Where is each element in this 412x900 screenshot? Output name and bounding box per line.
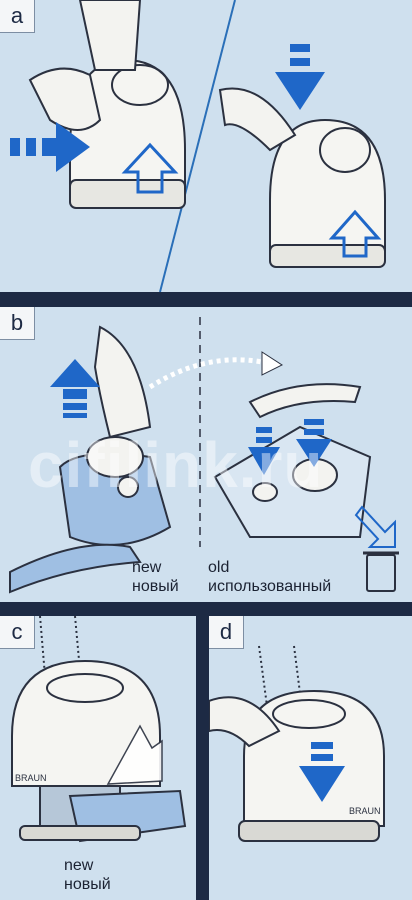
step-label-b: b xyxy=(0,307,35,340)
panel-b-illustration xyxy=(9,317,399,594)
up-arrow-outline-icon-2 xyxy=(328,209,382,258)
brand-logo-d: BRAUN xyxy=(349,806,381,816)
push-arrow-icon xyxy=(10,122,90,172)
down-arrow-icon xyxy=(275,44,325,110)
caption-old-ru: использованный xyxy=(208,578,332,595)
lift-up-arrow-icon xyxy=(50,359,100,418)
panel-c: BRAUN c new новый xyxy=(0,616,196,900)
caption-new-ru: новый xyxy=(132,578,179,595)
step-label-c: c xyxy=(0,616,35,649)
up-arrow-outline-icon xyxy=(121,142,179,194)
trash-bin-icon xyxy=(363,551,399,592)
step-label-a: a xyxy=(0,0,35,33)
device-right xyxy=(218,87,386,268)
divider-line xyxy=(159,0,236,292)
caption-c-new-en: new xyxy=(64,857,94,874)
insert-down-arrow-icon xyxy=(248,419,332,475)
panel-c-illustration: BRAUN xyxy=(11,616,187,843)
brand-logo-c: BRAUN xyxy=(15,773,47,783)
watermark: cifilink.ru xyxy=(28,429,324,501)
step-label-d: d xyxy=(209,616,244,649)
caption-old-en: old xyxy=(208,559,230,576)
device-c xyxy=(11,659,187,843)
caption-new-en: new xyxy=(132,559,162,576)
transfer-dotted-arrow-icon xyxy=(148,357,263,390)
panel-a: a xyxy=(0,0,412,292)
slide-in-arrow-icon xyxy=(106,724,163,785)
panel-b: b new новый old использованный xyxy=(0,307,412,602)
panel-d-illustration: BRAUN xyxy=(209,645,385,842)
device-d xyxy=(209,689,385,842)
panel-d: BRAUN d xyxy=(209,616,412,900)
panel-a-illustration xyxy=(10,0,386,292)
cartridge-left xyxy=(9,325,172,594)
press-down-arrow-icon xyxy=(299,742,345,802)
discard-arrow-icon xyxy=(354,505,396,548)
caption-c-new-ru: новый xyxy=(64,876,111,893)
